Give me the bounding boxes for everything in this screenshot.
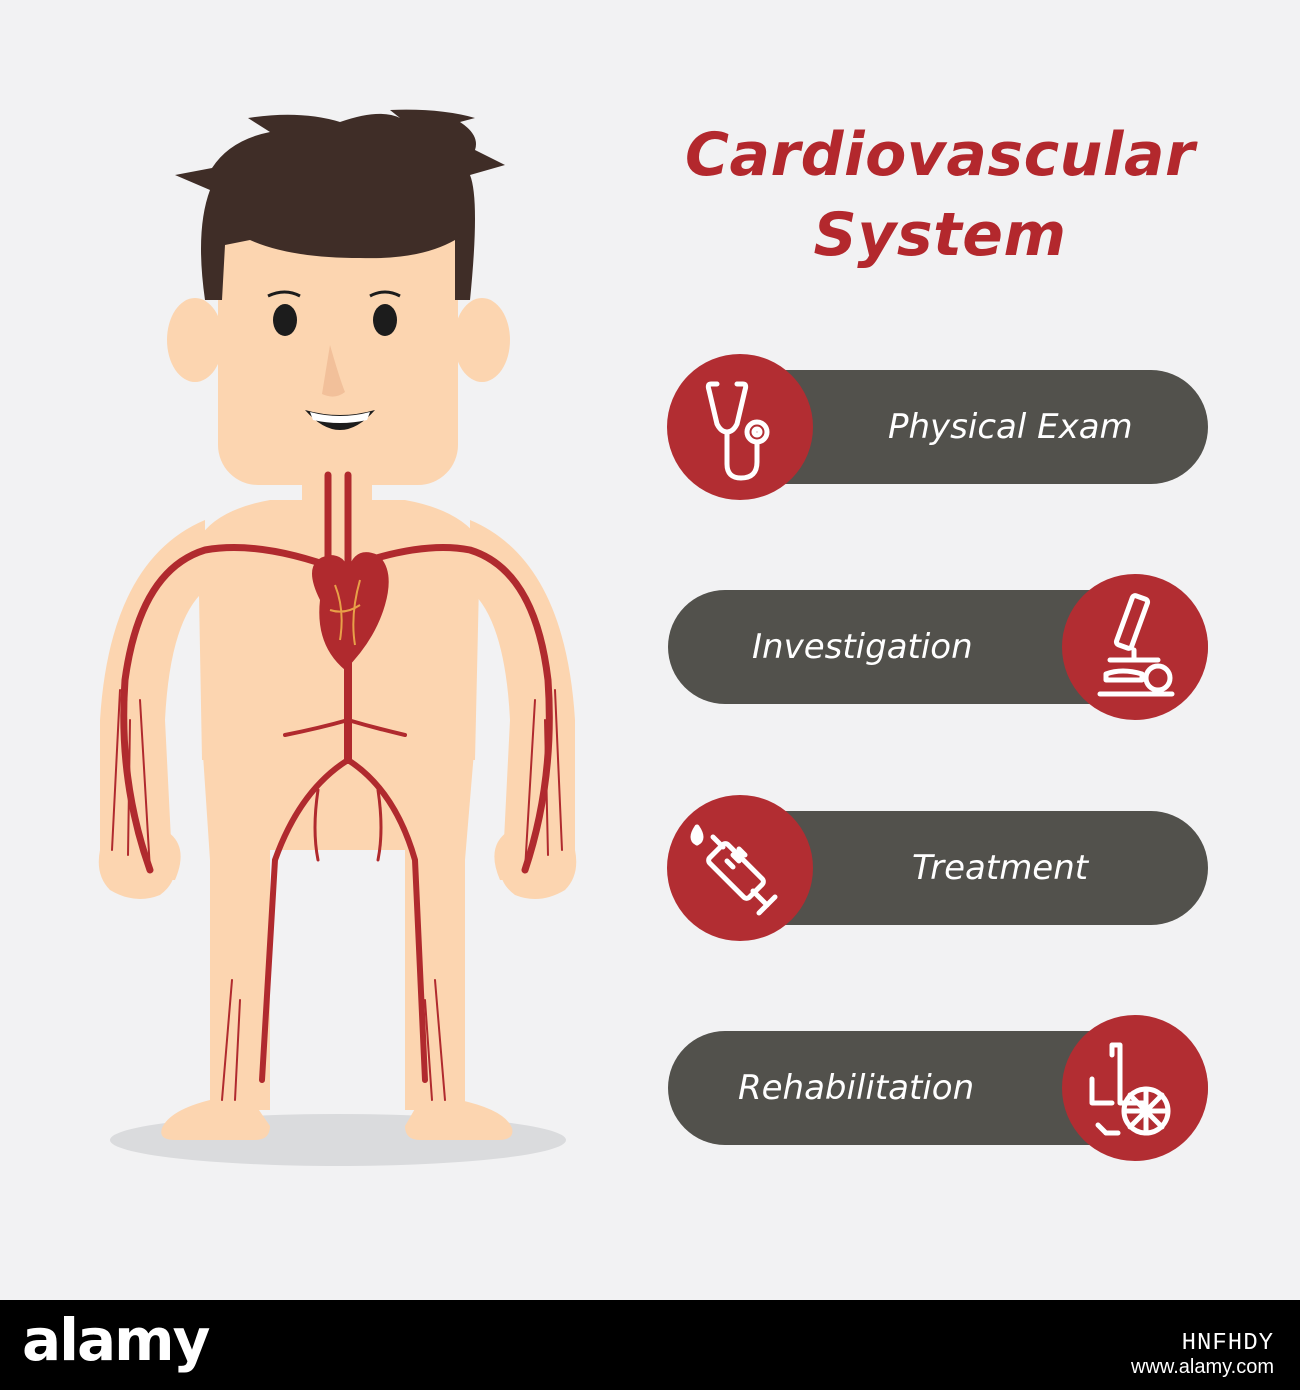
nose: [322, 345, 345, 397]
right-ear: [454, 298, 510, 382]
syringe-icon: [690, 824, 778, 916]
step-label: Treatment: [912, 848, 1089, 888]
step-label: Investigation: [752, 627, 973, 667]
image-id: HNFHDY: [1181, 1330, 1274, 1357]
head: [218, 205, 458, 485]
teeth: [310, 412, 370, 423]
right-thumb: [494, 830, 515, 880]
step-physical-exam-badge: [667, 354, 813, 500]
footer-url: www.alamy.com: [1131, 1356, 1274, 1378]
step-treatment-badge: [667, 795, 813, 941]
left-eyebrow: [267, 290, 301, 298]
step-label: Rehabilitation: [738, 1068, 975, 1108]
brand-logo: alamy: [22, 1306, 210, 1374]
heart: [312, 552, 389, 670]
step-rehabilitation-badge: [1062, 1015, 1208, 1161]
left-arm: [98, 520, 205, 899]
left-ear: [167, 298, 223, 382]
heart-veins: [329, 579, 361, 646]
hair: [175, 109, 505, 301]
microscope-icon: [1097, 593, 1175, 697]
right-eyebrow: [369, 290, 401, 298]
title-line-1: Cardiovascular: [684, 120, 1196, 190]
step-label: Physical Exam: [888, 407, 1133, 447]
right-eye: [373, 304, 397, 336]
human-figure: [98, 109, 577, 1166]
footer-bar: alamy HNFHDY www.alamy.com: [0, 1300, 1300, 1390]
left-leg: [210, 820, 270, 1110]
right-arm: [470, 520, 577, 899]
stethoscope-icon: [705, 381, 770, 481]
step-investigation-badge: [1062, 574, 1208, 720]
title-line-2: System: [813, 200, 1067, 270]
left-eye: [273, 304, 297, 336]
left-thumb: [160, 830, 181, 880]
wheelchair-icon: [1089, 1042, 1171, 1136]
